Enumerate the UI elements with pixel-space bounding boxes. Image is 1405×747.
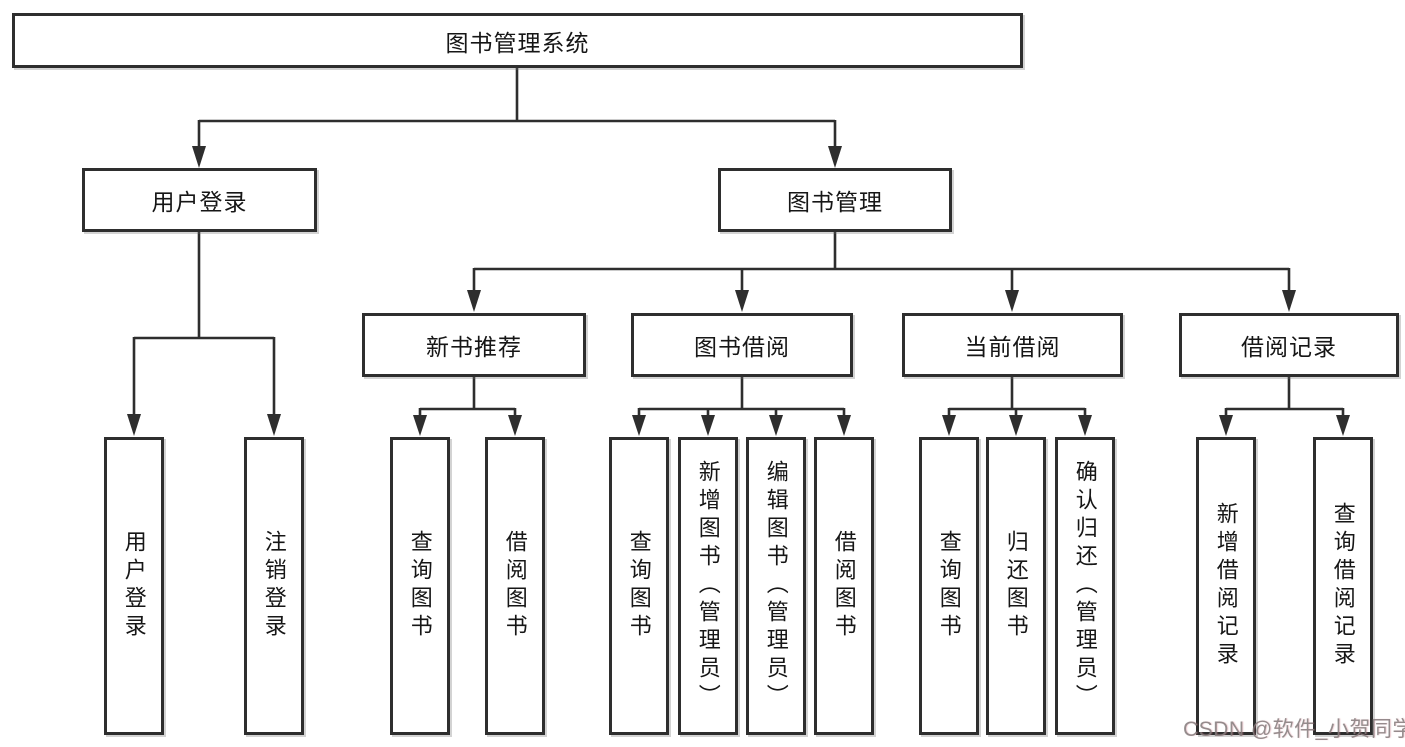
node-label: 确认归还（管理员）	[1072, 460, 1098, 712]
node-label: 查询图书	[626, 530, 652, 642]
node-label: 借阅图书	[831, 530, 857, 642]
node-label: 用户登录	[121, 530, 147, 642]
node-book-management: 图书管理	[718, 168, 952, 232]
leaf-logout: 注销登录	[244, 437, 304, 735]
node-label: 查询图书	[407, 530, 433, 642]
node-user-login: 用户登录	[82, 168, 317, 232]
node-label: 新书推荐	[426, 334, 522, 360]
node-label: 借阅记录	[1241, 334, 1337, 360]
node-label: 注销登录	[261, 530, 287, 642]
leaf-user-login: 用户登录	[104, 437, 164, 735]
node-label: 归还图书	[1003, 530, 1029, 642]
leaf-query-borrow-record: 查询借阅记录	[1313, 437, 1373, 735]
node-label: 图书借阅	[694, 334, 790, 360]
node-new-book-recommend: 新书推荐	[362, 313, 586, 377]
leaf-return-book: 归还图书	[986, 437, 1046, 735]
leaf-edit-book-admin: 编辑图书（管理员）	[746, 437, 806, 735]
node-label: 新增借阅记录	[1213, 502, 1239, 670]
node-label: 当前借阅	[964, 334, 1061, 360]
node-library-management-system: 图书管理系统	[12, 13, 1023, 68]
node-label: 用户登录	[151, 189, 248, 215]
leaf-confirm-return-admin: 确认归还（管理员）	[1055, 437, 1115, 735]
node-label: 新增图书（管理员）	[695, 460, 721, 712]
node-label: 图书管理	[787, 189, 883, 215]
node-current-borrow: 当前借阅	[902, 313, 1123, 377]
leaf-query-books-borrow: 查询图书	[609, 437, 669, 735]
node-book-borrow: 图书借阅	[631, 313, 853, 377]
leaf-query-books-current: 查询图书	[919, 437, 979, 735]
leaf-add-borrow-record: 新增借阅记录	[1196, 437, 1256, 735]
node-borrow-records: 借阅记录	[1179, 313, 1399, 377]
node-label: 查询借阅记录	[1330, 502, 1356, 670]
leaf-borrow-books-2: 借阅图书	[814, 437, 874, 735]
leaf-query-books-recommend: 查询图书	[390, 437, 450, 735]
node-label: 编辑图书（管理员）	[763, 460, 789, 712]
csdn-watermark: CSDN @软件_小贺同学	[1183, 718, 1405, 741]
node-label: 查询图书	[936, 530, 962, 642]
arrowheads	[127, 146, 1350, 436]
leaf-borrow-books-recommend: 借阅图书	[485, 437, 545, 735]
node-label: 借阅图书	[502, 530, 528, 642]
node-label: 图书管理系统	[445, 29, 590, 56]
leaf-add-book-admin: 新增图书（管理员）	[678, 437, 738, 735]
